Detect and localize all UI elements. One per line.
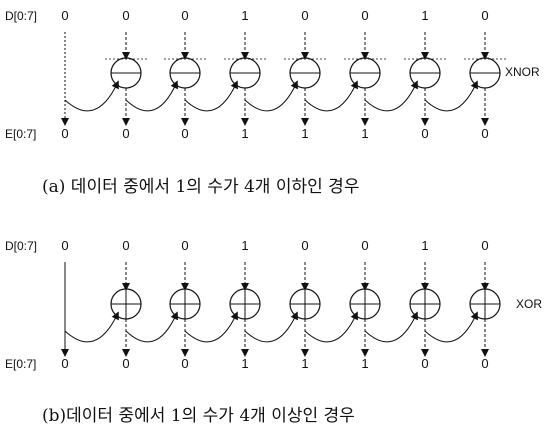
d-bit-a: 0 (181, 8, 188, 23)
e-bit-a: 0 (181, 126, 188, 141)
d-bit-a: 0 (61, 8, 68, 23)
d-bit-b: 0 (61, 238, 68, 253)
d-bit-b: 1 (241, 238, 248, 253)
gates-b (61, 262, 501, 357)
gates-a (61, 32, 506, 126)
d-bit-b: 0 (481, 238, 488, 253)
feedback-curve-a (364, 80, 418, 112)
feedback-curve-a (64, 80, 119, 112)
feedback-curve-a (244, 80, 298, 112)
diagram-a: D[0:7] E[0:7] 0 0 0 1 0 0 1 0 0 0 0 1 1 1 0 0 XNOR (a)… (5, 8, 540, 197)
e-bit-a: 0 (481, 126, 488, 141)
d-bit-a: 0 (122, 8, 129, 23)
feedback-curve-b (244, 311, 298, 343)
gate-label-a: XNOR (505, 65, 540, 79)
d-bits-b: 0 0 0 1 0 0 1 0 (61, 238, 488, 253)
d-label-a: D[0:7] (5, 9, 37, 23)
e-bit-a: 0 (61, 126, 68, 141)
feedback-curve-a (424, 80, 478, 112)
gate-label-b: XOR (516, 297, 542, 311)
feedback-curve-b (125, 311, 178, 343)
feedback-curve-a (125, 80, 178, 112)
d-bit-b: 0 (301, 238, 308, 253)
diagram-b: D[0:7] E[0:7] 0 0 0 1 0 0 1 0 0 0 0 1 1 1 0 0 XOR (b)데… (5, 238, 542, 426)
e-bit-a: 0 (122, 126, 129, 141)
e-bit-b: 1 (241, 356, 248, 371)
d-bit-b: 0 (361, 238, 368, 253)
d-bit-a: 0 (361, 8, 368, 23)
feedback-curve-b (364, 311, 418, 343)
feedback-curve-b (424, 311, 478, 343)
e-bit-b: 0 (181, 356, 188, 371)
e-bit-a: 1 (301, 126, 308, 141)
d-bit-a: 0 (301, 8, 308, 23)
e-bit-b: 1 (361, 356, 368, 371)
e-label-b: E[0:7] (5, 357, 36, 371)
d-bit-b: 0 (181, 238, 188, 253)
d-bit-b: 1 (421, 238, 428, 253)
d-bits-a: 0 0 0 1 0 0 1 0 (61, 8, 488, 23)
d-bit-a: 1 (241, 8, 248, 23)
e-bit-b: 0 (421, 356, 428, 371)
e-label-a: E[0:7] (5, 127, 36, 141)
e-bit-a: 1 (241, 126, 248, 141)
d-bit-b: 0 (122, 238, 129, 253)
e-bit-b: 0 (481, 356, 488, 371)
caption-a: (a) 데이터 중에서 1의 수가 4개 이하인 경우 (42, 177, 359, 197)
feedback-curve-b (64, 311, 119, 343)
d-bit-a: 1 (421, 8, 428, 23)
e-bit-b: 0 (122, 356, 129, 371)
e-bit-b: 1 (301, 356, 308, 371)
e-bits-a: 0 0 0 1 1 1 0 0 (61, 126, 488, 141)
feedback-curve-a (304, 80, 358, 112)
feedback-curve-b (184, 311, 238, 343)
caption-b: (b)데이터 중에서 1의 수가 4개 이상인 경우 (42, 406, 355, 426)
d-bit-a: 0 (481, 8, 488, 23)
feedback-curve-a (184, 80, 238, 112)
e-bit-a: 0 (421, 126, 428, 141)
e-bit-b: 0 (61, 356, 68, 371)
d-label-b: D[0:7] (5, 239, 37, 253)
e-bit-a: 1 (361, 126, 368, 141)
e-bits-b: 0 0 0 1 1 1 0 0 (61, 356, 488, 371)
feedback-curve-b (304, 311, 358, 343)
